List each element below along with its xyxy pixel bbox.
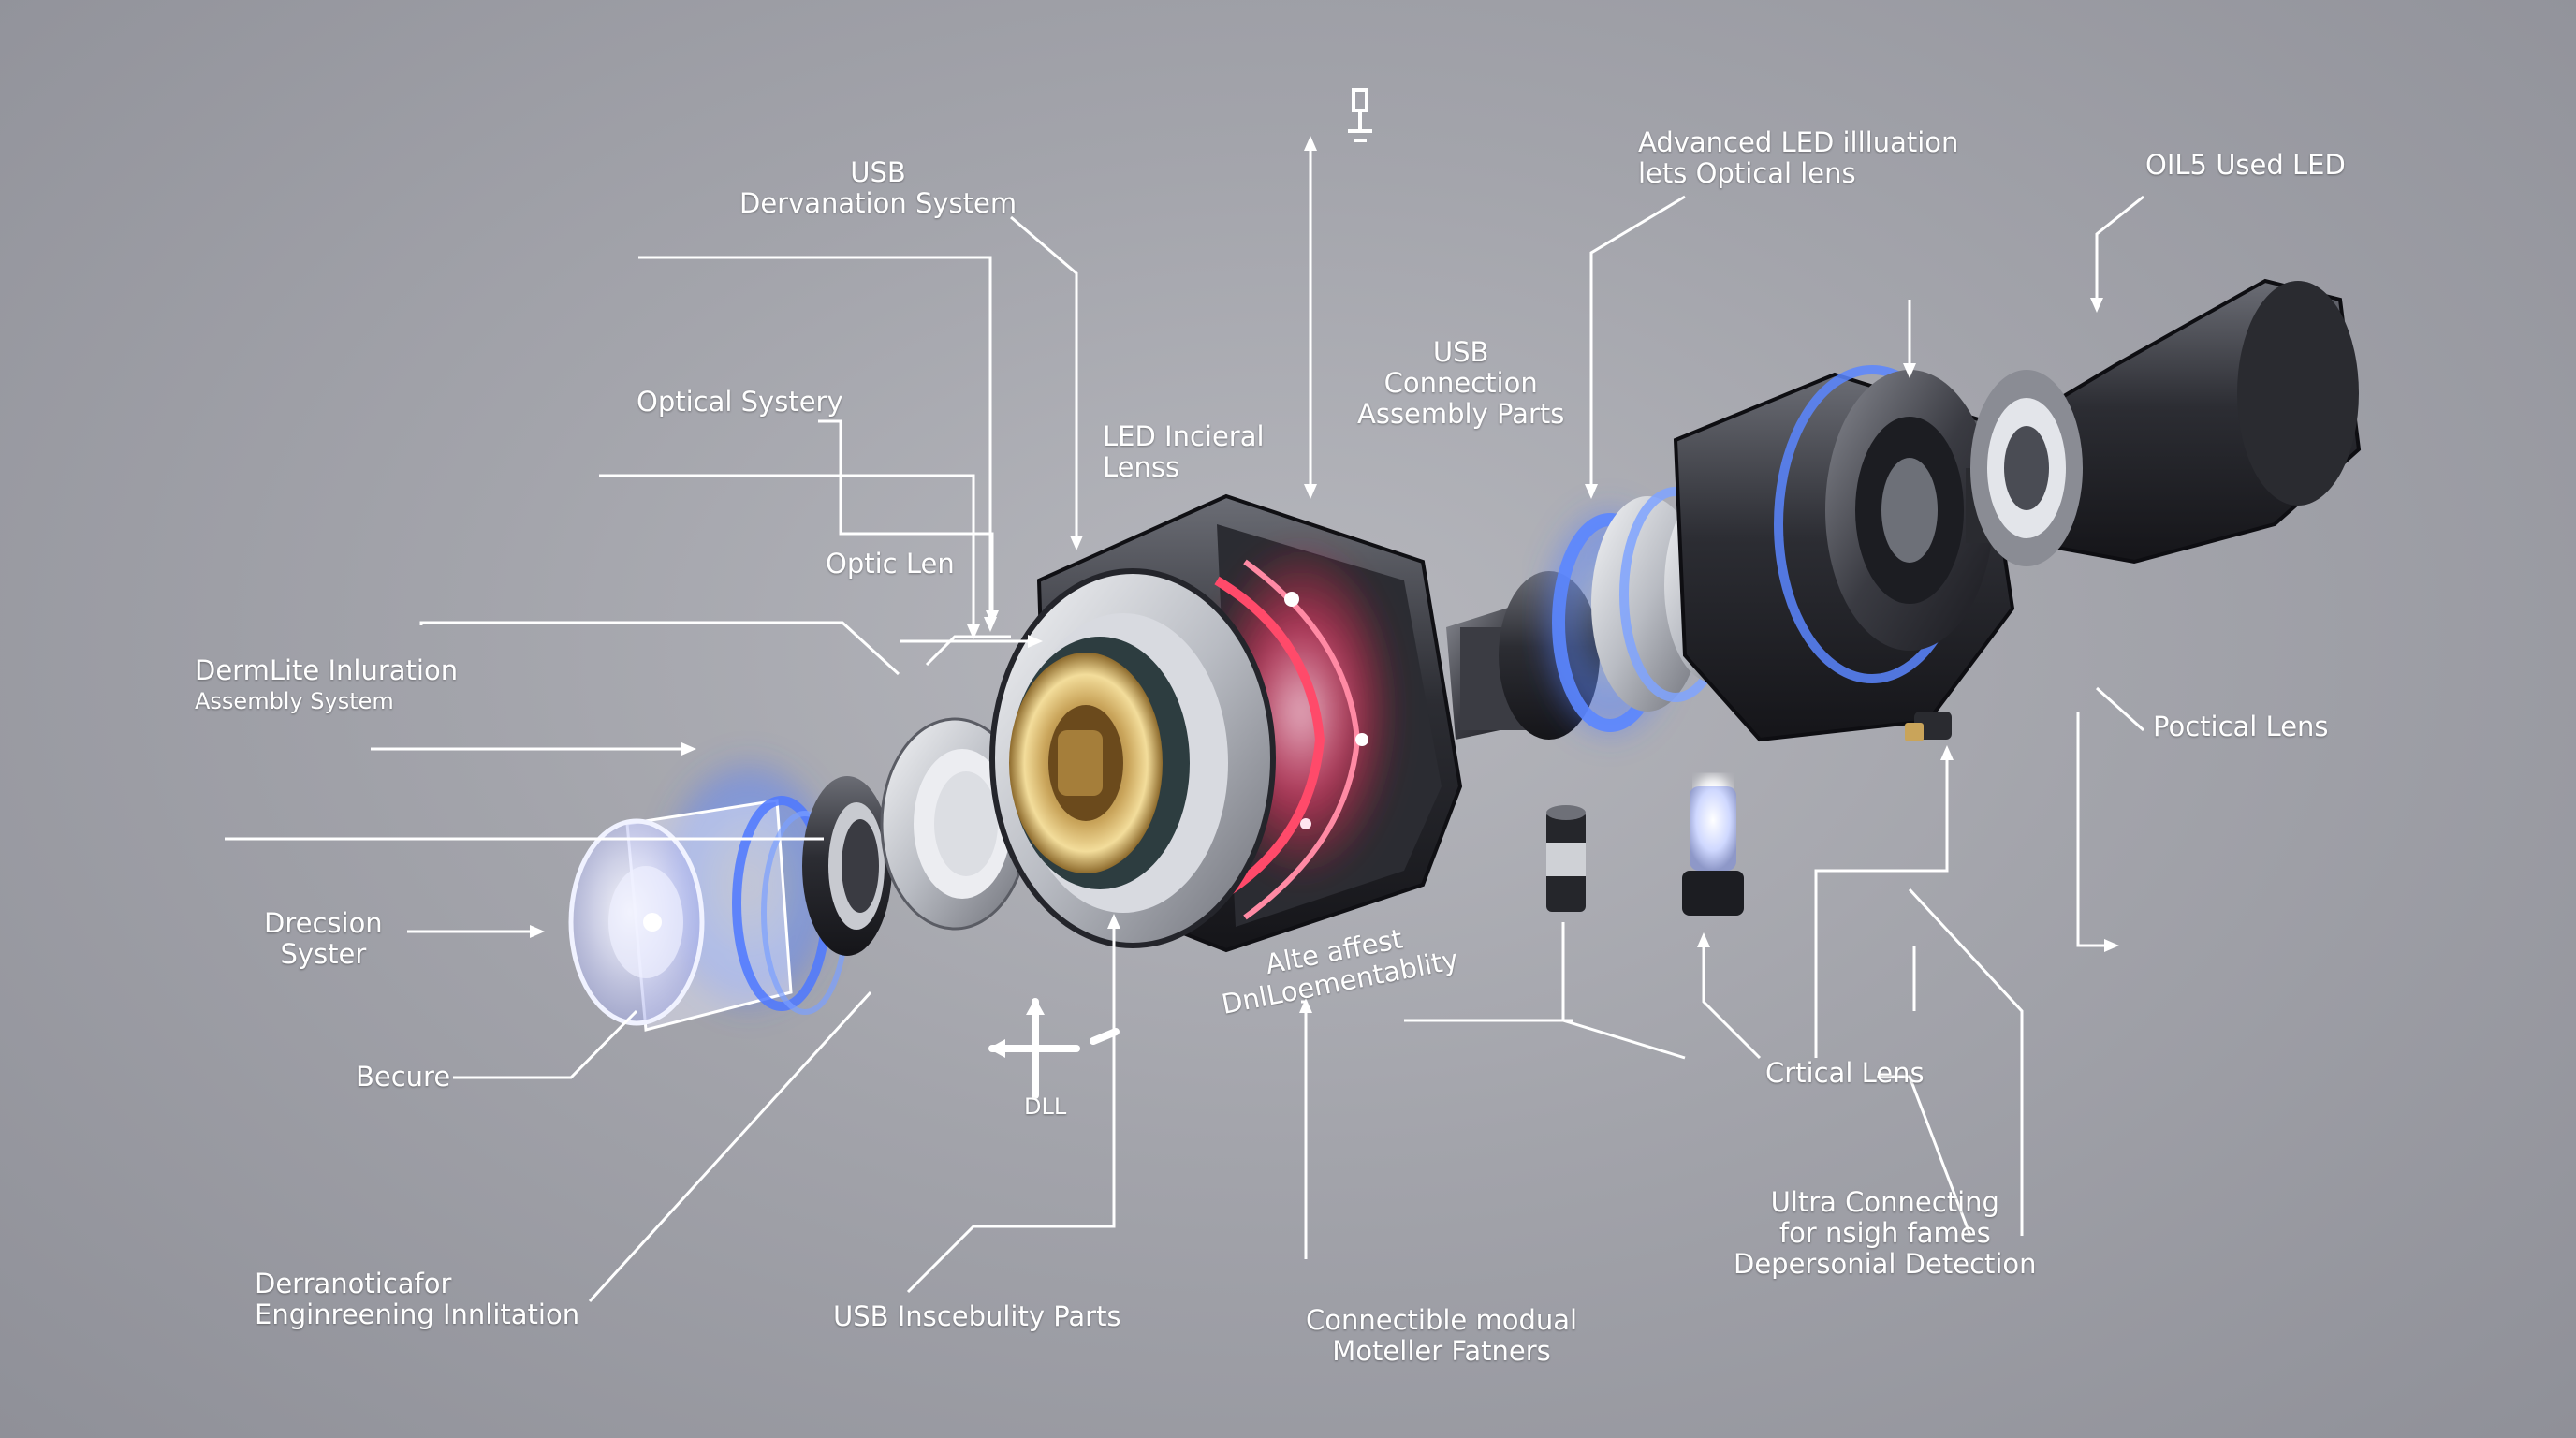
retaining-ring [802, 776, 892, 956]
label-usb-connection: USB Connection Assembly Parts [1357, 336, 1565, 430]
label-advanced-led: Advanced LED illluation lets Optical len… [1638, 126, 1959, 189]
brass-screw-component [1905, 712, 1952, 741]
callout-lines [225, 140, 2145, 1303]
connector-pin-icon [1348, 88, 1372, 142]
callout-arrowheads [530, 136, 2119, 1013]
small-cylinder-component [1546, 805, 1586, 912]
main-housing [989, 493, 1463, 953]
label-connectible: Connectible modual Moteller Fatners [1306, 1304, 1578, 1367]
cross-arrows-icon [988, 998, 1120, 1099]
silver-bezel-ring [880, 717, 1030, 931]
led-tip-component [1682, 776, 1744, 916]
label-led-incieral: LED Incieral Lenss [1103, 420, 1265, 483]
label-oil5: OIL5 Used LED [2145, 149, 2346, 181]
geared-module [1673, 365, 2050, 742]
label-drecsion: Drecsion Syster [264, 907, 383, 970]
label-dll: DLL [1024, 1093, 1067, 1120]
label-derranoticafor: Derranoticafor Enginreening Innlitation [255, 1268, 580, 1330]
label-usb-dervanation: USB Dervanation System [739, 156, 1017, 219]
label-becure: Becure [356, 1061, 451, 1093]
lens-barrel [1970, 278, 2362, 566]
label-usb-inscebulity: USB Inscebulity Parts [833, 1300, 1121, 1332]
label-ultra: Ultra Connecting for nsigh fames Deperso… [1734, 1186, 2037, 1280]
label-dermlite: DermLite Inluration Assembly System [195, 654, 459, 715]
label-poctical: Poctical Lens [2153, 711, 2329, 742]
label-optical-systery: Optical Systery [637, 386, 843, 418]
label-crtical: Crtical Lens [1765, 1057, 1925, 1089]
label-optic-len: Optic Len [826, 548, 955, 580]
